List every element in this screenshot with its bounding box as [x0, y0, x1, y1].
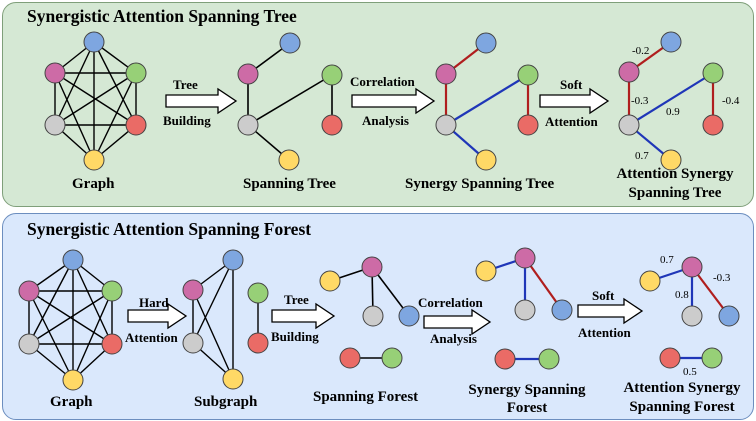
spanning-tree [247, 42, 333, 161]
node-gray [44, 114, 66, 136]
weight-tree-green-red: -0.4 [722, 95, 740, 107]
node-red [125, 114, 147, 136]
weight-forest-red-green: 0.5 [683, 366, 697, 378]
spanning-forest-nodes [319, 256, 420, 369]
attention-tree-caption-line1: Attention Synergy [616, 166, 734, 182]
attention-forest-caption-line2: Spanning Forest [629, 399, 735, 415]
subgraph-nodes [182, 249, 269, 390]
forest-arrow-1-label-top: Hard [139, 295, 169, 310]
weight-tree-pink-gray: -0.3 [631, 95, 649, 107]
synergy-spanning-tree [444, 42, 530, 161]
forest-arrow-1 [127, 302, 188, 330]
tree-arrow-2 [351, 87, 436, 115]
forest-arrow-2-label-top: Tree [284, 292, 309, 307]
tree-arrow-2-label-top: Correlation [350, 74, 415, 89]
synergy-forest-caption-line2: Forest [506, 400, 548, 416]
tree-arrow-2-label-bottom: Analysis [362, 113, 409, 128]
forest-arrow-2 [271, 302, 336, 330]
weight-tree-pink-blue: -0.2 [632, 45, 650, 57]
synergy-forest-caption-line1: Synergy Spanning [468, 382, 586, 398]
tree-arrow-3 [539, 87, 610, 115]
tree-complete-graph [54, 41, 137, 161]
weight-forest-pink-blue: -0.3 [713, 272, 731, 284]
forest-panel-title: Synergistic Attention Spanning Forest [27, 219, 312, 239]
forest-arrow-4-label-bottom: Attention [578, 325, 631, 340]
forest-arrow-4 [577, 297, 644, 325]
forest-arrow-3 [423, 308, 492, 336]
attention-tree-nodes [618, 31, 724, 171]
forest-arrow-2-label-bottom: Building [271, 329, 319, 344]
forest-graph-nodes [18, 249, 123, 391]
tree-arrow-3-label-top: Soft [560, 77, 583, 92]
tree-graph-nodes [44, 31, 147, 171]
forest-arrow-3-label-bottom: Analysis [430, 331, 477, 346]
synergy-forest-nodes [475, 247, 573, 370]
forest-graph-caption: Graph [50, 394, 93, 410]
weight-tree-gray-yellow: 0.7 [635, 150, 649, 162]
weight-forest-yellow-pink: 0.7 [660, 254, 674, 266]
tree-panel-title: Synergistic Attention Spanning Tree [27, 6, 297, 26]
attention-tree-caption-line2: Spanning Tree [628, 185, 722, 201]
forest-arrow-1-label-bottom: Attention [125, 330, 178, 345]
spanning-forest-caption: Spanning Forest [313, 389, 419, 405]
spanning-tree-caption: Spanning Tree [243, 176, 336, 192]
forest-arrow-4-label-top: Soft [592, 288, 615, 303]
attention-forest-nodes [639, 256, 740, 369]
node-blue [83, 31, 105, 53]
tree-arrow-1 [165, 87, 238, 115]
subgraph-caption: Subgraph [194, 394, 258, 410]
tree-arrow-3-label-bottom: Attention [545, 114, 598, 129]
synergy-tree-caption: Synergy Spanning Tree [405, 176, 555, 192]
tree-arrow-1-label-bottom: Building [163, 113, 211, 128]
forest-arrow-3-label-top: Correlation [418, 295, 483, 310]
node-yellow [83, 149, 105, 171]
spanning-tree-nodes [237, 32, 343, 171]
weight-forest-pink-gray: 0.8 [675, 289, 689, 301]
tree-arrow-1-label-top: Tree [173, 77, 198, 92]
attention-forest-caption-line1: Attention Synergy [623, 380, 741, 396]
node-green [125, 62, 147, 84]
node-pink [44, 62, 66, 84]
tree-graph-caption: Graph [72, 176, 115, 192]
synergy-tree-nodes [435, 32, 539, 171]
weight-tree-gray-green: 0.9 [666, 106, 680, 118]
forest-complete-graph [28, 259, 113, 381]
subgraph [192, 259, 259, 380]
